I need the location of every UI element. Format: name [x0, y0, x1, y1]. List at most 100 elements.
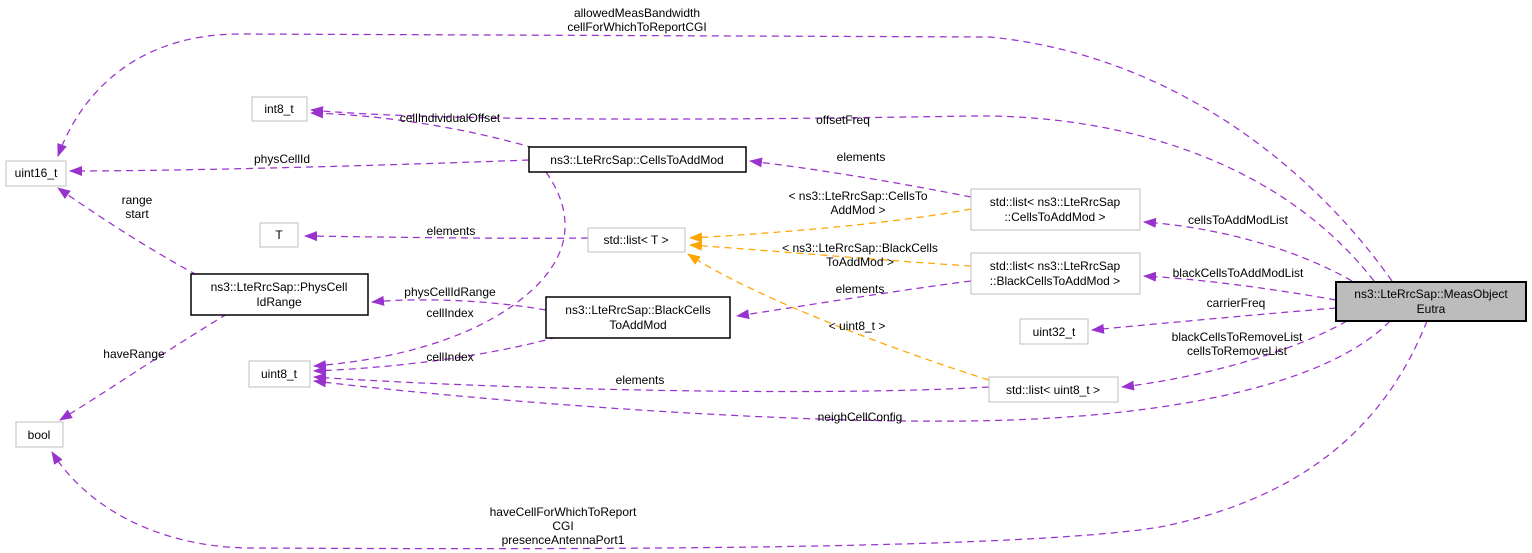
edge-label-elements-black-cells: elements — [836, 282, 885, 296]
node-std-list-black-cells-to-add-mod-box — [970, 252, 1141, 295]
edge-elements-t — [304, 231, 589, 242]
edge-label-phys-cell-id: physCellId — [254, 152, 310, 166]
node-black-cells-to-add-mod-label-1: ns3::LteRrcSap::BlackCells — [565, 303, 710, 317]
edge-label-cells-to-add-mod-list: cellsToAddModList — [1188, 213, 1289, 227]
node-std-list-t: std::list< T > — [587, 227, 686, 253]
edge-allowed-meas-bandwidth — [57, 33, 1393, 282]
edge-label-cell-index-lower: cellIndex — [426, 350, 473, 364]
node-uint16-t-box — [5, 160, 67, 187]
edge-offset-freq — [310, 106, 1375, 282]
edge-elements-uint8 — [313, 372, 990, 393]
node-t: T — [259, 222, 299, 248]
node-uint8-t-box — [248, 360, 311, 388]
edge-label-template-cells-1: < ns3::LteRrcSap::CellsTo — [788, 189, 927, 203]
edge-labels: allowedMeasBandwidth cellForWhichToRepor… — [103, 6, 1304, 547]
edge-label-template-black-cells-1: < ns3::LteRrcSap::BlackCells — [782, 241, 938, 255]
node-std-list-cells-to-add-mod-label-1: std::list< ns3::LteRrcSap — [990, 195, 1121, 209]
node-meas-object-eutra-label-1: ns3::LteRrcSap::MeasObject — [1354, 287, 1508, 301]
edge-label-template-cells-2: AddMod > — [830, 203, 885, 217]
edge-label-have-range: haveRange — [103, 347, 165, 361]
edge-label-have-cell-1: haveCellForWhichToReport — [490, 505, 637, 519]
edge-label-offset-freq: offsetFreq — [816, 113, 870, 127]
node-int8-t-box — [251, 96, 308, 122]
edge-have-range — [59, 313, 228, 421]
node-black-cells-to-add-mod-label-2: ToAddMod — [609, 318, 666, 332]
edge-label-cell-individual-offset: cellIndividualOffset — [400, 111, 501, 125]
edge-remove-lists — [1121, 320, 1348, 391]
node-t-label: T — [275, 228, 283, 242]
node-int8-t-label: int8_t — [264, 102, 294, 116]
edge-carrier-freq — [1091, 307, 1337, 334]
edge-label-template-black-cells-2: ToAddMod > — [826, 255, 894, 269]
edge-phys-cell-id — [69, 159, 530, 176]
edge-label-start: start — [125, 207, 149, 221]
node-uint32-t-label: uint32_t — [1033, 325, 1076, 339]
node-cells-to-add-mod-label: ns3::LteRrcSap::CellsToAddMod — [550, 153, 723, 167]
node-std-list-black-cells-to-add-mod-label-2: ::BlackCellsToAddMod > — [990, 274, 1120, 288]
edge-label-allowed-meas-2: cellForWhichToReportCGI — [567, 20, 706, 34]
edge-label-cells-to-remove-list: cellsToRemoveList — [1187, 344, 1288, 358]
edge-cells-to-add-mod-list — [1143, 217, 1353, 282]
edge-phys-cell-id-range — [371, 295, 547, 311]
edge-elements-black-cells — [736, 280, 972, 320]
node-std-list-cells-to-add-mod: std::list< ns3::LteRrcSap ::CellsToAddMo… — [970, 188, 1141, 231]
node-t-box — [259, 222, 299, 248]
edge-label-elements-uint8: elements — [616, 373, 665, 387]
node-std-list-t-label: std::list< T > — [604, 233, 669, 247]
edge-range-start — [57, 187, 198, 276]
node-std-list-uint8-t-box — [988, 376, 1119, 403]
node-cells-to-add-mod[interactable]: ns3::LteRrcSap::CellsToAddMod — [528, 146, 747, 173]
edge-label-template-uint8: < uint8_t > — [829, 319, 886, 333]
edge-label-have-cell-3: presenceAntennaPort1 — [502, 533, 625, 547]
edge-label-neigh-cell-config: neighCellConfig — [818, 410, 903, 424]
node-std-list-t-box — [587, 227, 686, 253]
edge-label-allowed-meas-1: allowedMeasBandwidth — [574, 6, 700, 20]
node-meas-object-eutra-label-2: Eutra — [1417, 302, 1446, 316]
edge-label-range: range — [122, 193, 153, 207]
node-uint32-t: uint32_t — [1019, 318, 1089, 345]
node-phys-cell-id-range[interactable]: ns3::LteRrcSap::PhysCell IdRange — [190, 273, 369, 316]
node-uint16-t-label: uint16_t — [15, 166, 58, 180]
edge-have-cell-for-which-to-report — [51, 320, 1428, 550]
node-bool-box — [15, 421, 64, 448]
node-bool-label: bool — [28, 428, 51, 442]
edge-label-cell-index-upper: cellIndex — [426, 306, 473, 320]
edge-label-elements-cells: elements — [837, 150, 886, 164]
edge-label-elements-t: elements — [427, 224, 476, 238]
node-uint16-t: uint16_t — [5, 160, 67, 187]
node-std-list-uint8-t-label: std::list< uint8_t > — [1006, 383, 1100, 397]
edge-template-uint8 — [687, 253, 990, 381]
node-cells-to-add-mod-box[interactable] — [528, 146, 747, 173]
node-meas-object-eutra-box — [1335, 281, 1527, 322]
node-std-list-black-cells-to-add-mod-label-1: std::list< ns3::LteRrcSap — [990, 259, 1121, 273]
node-uint32-t-box — [1019, 318, 1089, 345]
node-std-list-cells-to-add-mod-box — [970, 188, 1141, 231]
node-int8-t: int8_t — [251, 96, 308, 122]
edge-label-have-cell-2: CGI — [552, 519, 573, 533]
edges-template — [687, 208, 990, 381]
node-std-list-cells-to-add-mod-label-2: ::CellsToAddMod > — [1004, 210, 1105, 224]
node-black-cells-to-add-mod[interactable]: ns3::LteRrcSap::BlackCells ToAddMod — [545, 296, 731, 339]
node-phys-cell-id-range-box[interactable] — [190, 273, 369, 316]
node-uint8-t: uint8_t — [248, 360, 311, 388]
edge-label-black-cells-to-remove-list: blackCellsToRemoveList — [1172, 330, 1303, 344]
edge-elements-cells — [749, 157, 972, 198]
node-uint8-t-label: uint8_t — [261, 367, 298, 381]
edge-label-black-cells-to-add-mod-list: blackCellsToAddModList — [1173, 266, 1304, 280]
node-black-cells-to-add-mod-box[interactable] — [545, 296, 731, 339]
edge-cell-index-upper — [313, 171, 566, 371]
node-phys-cell-id-range-label-2: IdRange — [256, 295, 302, 309]
node-std-list-uint8-t: std::list< uint8_t > — [988, 376, 1119, 403]
node-std-list-black-cells-to-add-mod: std::list< ns3::LteRrcSap ::BlackCellsTo… — [970, 252, 1141, 295]
edge-cell-individual-offset — [310, 108, 535, 149]
node-meas-object-eutra: ns3::LteRrcSap::MeasObject Eutra — [1335, 281, 1527, 322]
edge-neigh-cell-config — [313, 320, 1391, 422]
edge-label-carrier-freq: carrierFreq — [1207, 296, 1266, 310]
edge-cell-index-lower — [313, 336, 558, 376]
edge-black-cells-to-add-mod-list — [1143, 271, 1337, 301]
node-bool: bool — [15, 421, 64, 448]
edges-usage — [51, 33, 1428, 550]
nodes: int8_t uint16_t ns3::LteRrcSap::CellsToA… — [5, 96, 1527, 448]
